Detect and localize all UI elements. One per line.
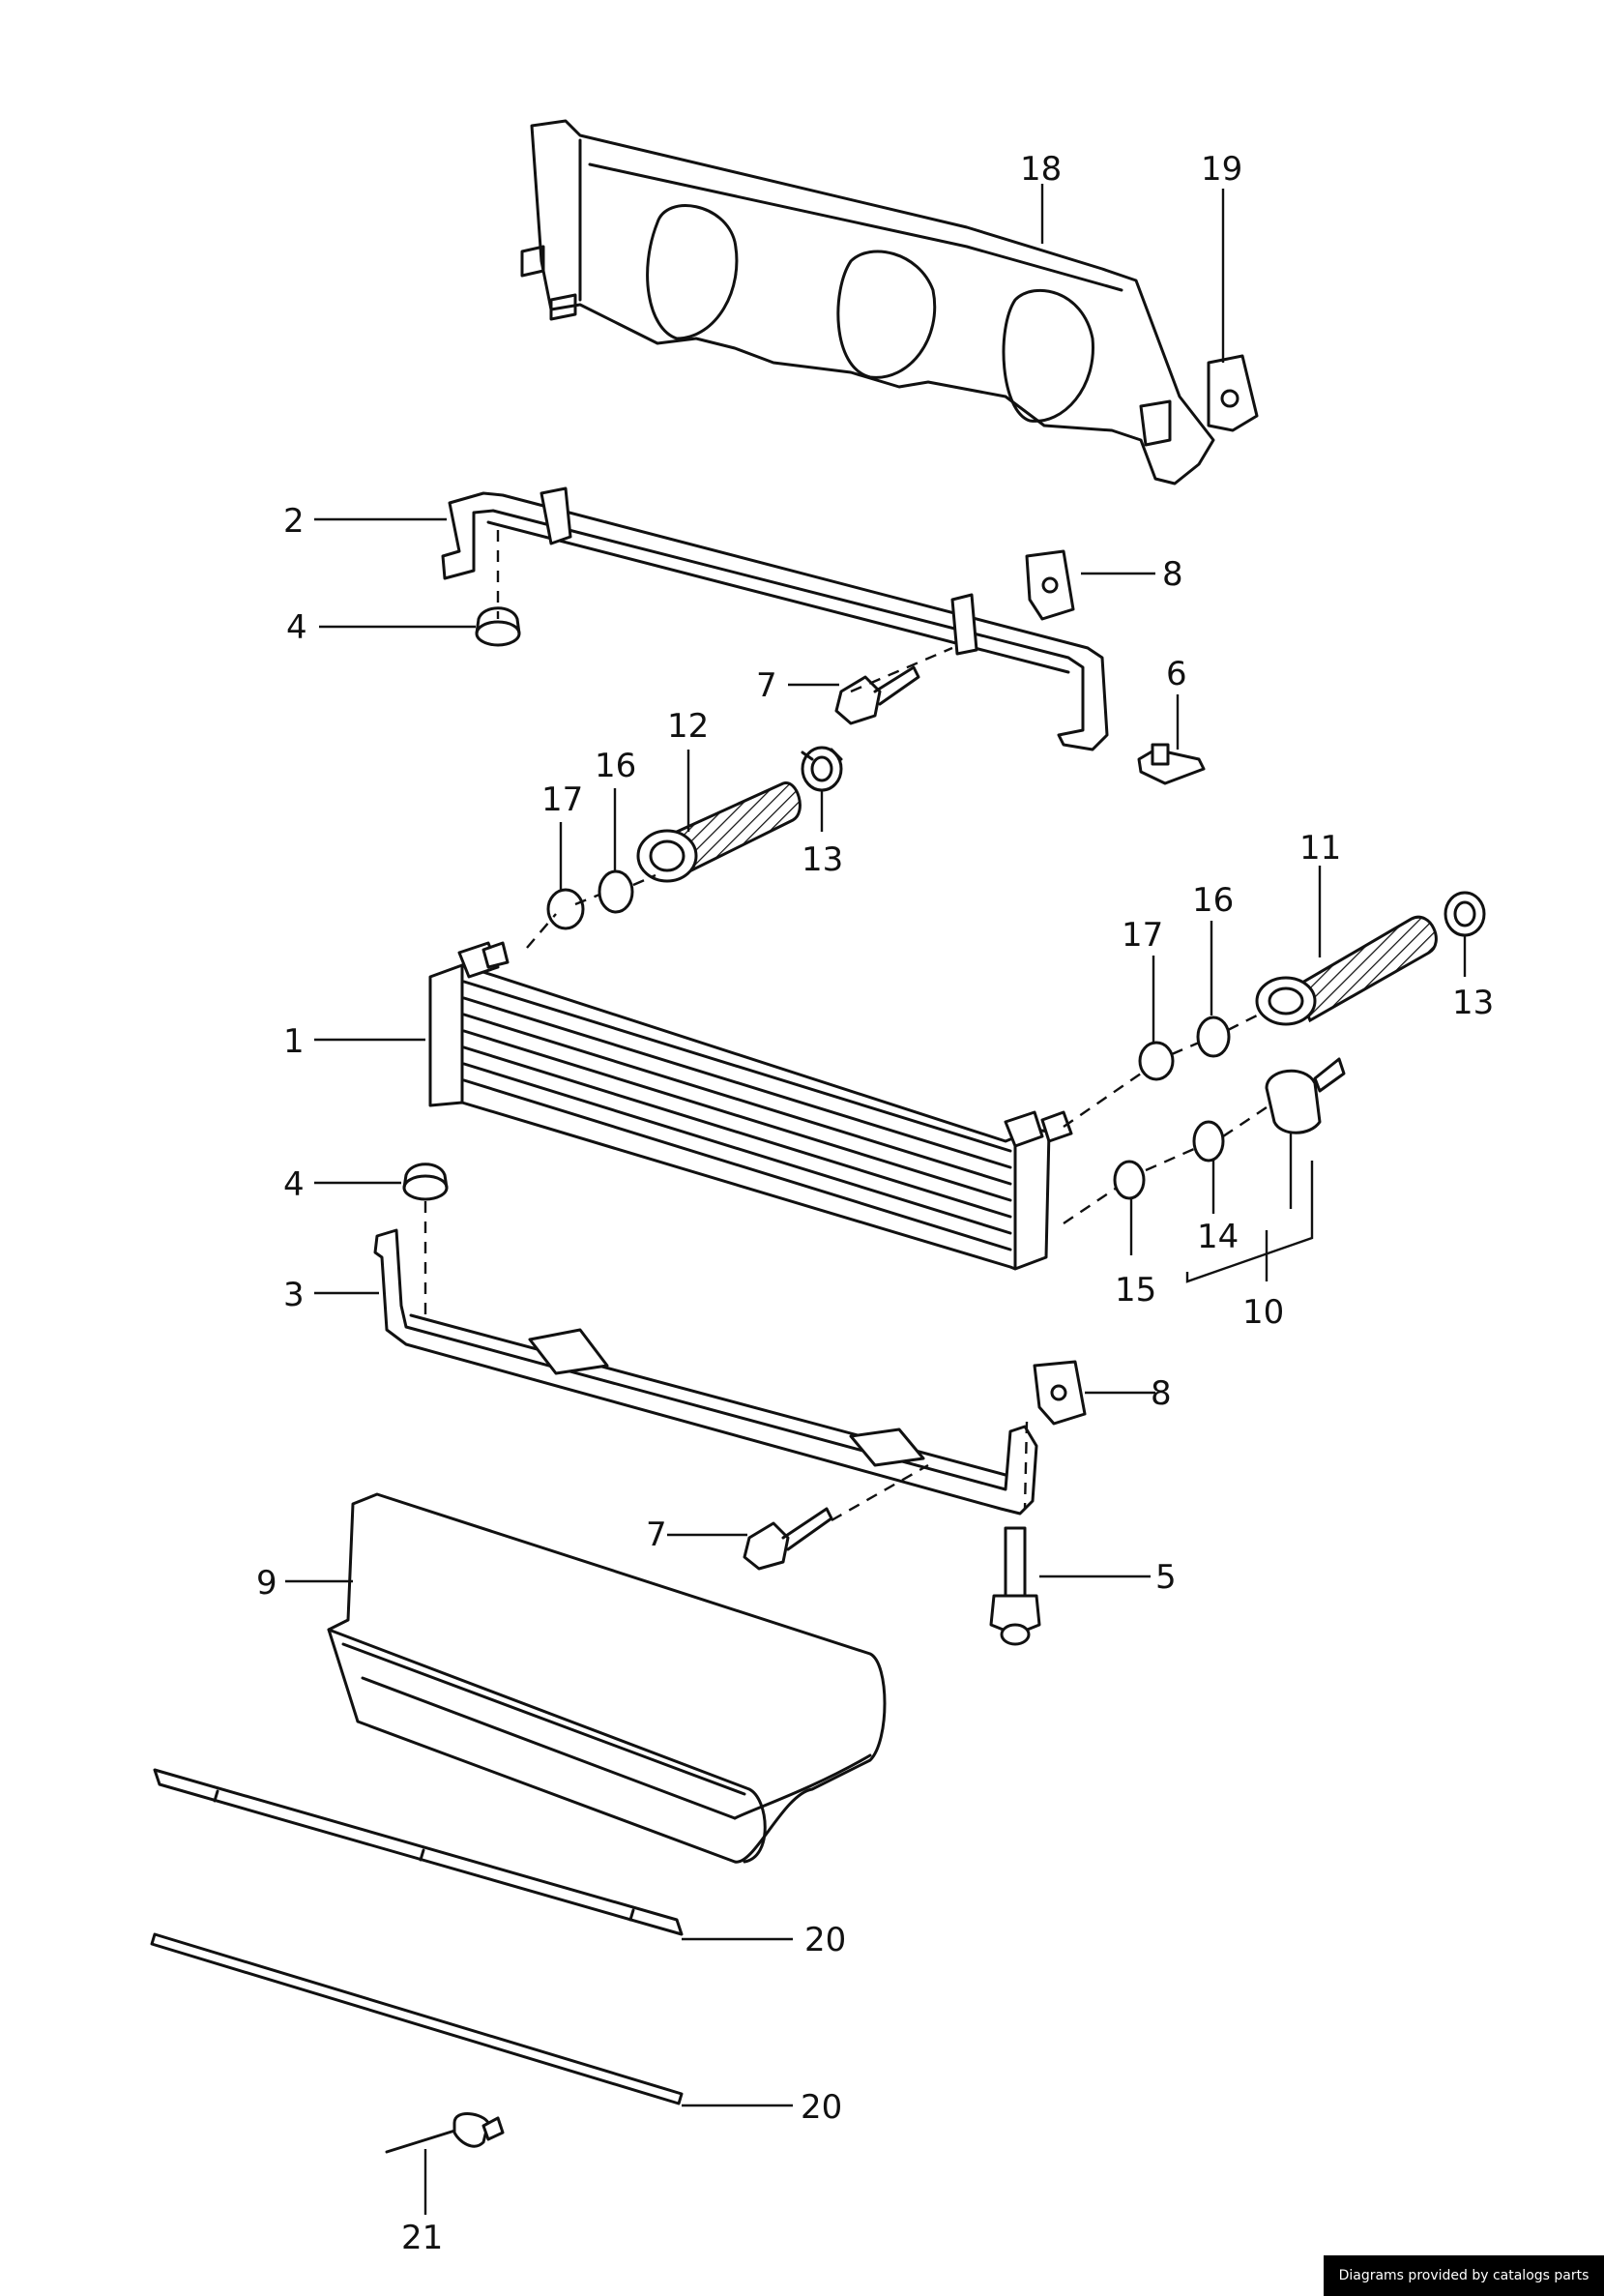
callout-20-lower: 20 [801, 2088, 842, 2127]
o-ring-upper [598, 869, 634, 914]
bolt-upper [834, 665, 920, 725]
callout-7-lower: 7 [646, 1516, 667, 1554]
callout-14: 14 [1197, 1218, 1239, 1256]
assembly-lines [423, 530, 1268, 1522]
leader-lines [285, 184, 1467, 2215]
oil-cooler [428, 941, 1073, 1271]
callout-2: 2 [283, 502, 305, 541]
bolt-lower [743, 1507, 833, 1571]
callout-8-lower: 8 [1151, 1374, 1172, 1413]
callout-7-upper: 7 [756, 666, 777, 705]
callout-4-lower: 4 [283, 1165, 305, 1204]
callout-11: 11 [1299, 829, 1341, 868]
callout-4-upper: 4 [286, 608, 307, 647]
seal-strip-lower [150, 1932, 684, 2105]
callout-12: 12 [667, 707, 709, 746]
callout-10: 10 [1242, 1293, 1284, 1332]
callout-19: 19 [1201, 150, 1242, 189]
seal-strip-upper [153, 1768, 684, 1936]
footer-credit: Diagrams provided by catalogs parts [1324, 2255, 1604, 2296]
callout-17-right: 17 [1122, 916, 1163, 955]
grommet-lower [402, 1163, 449, 1201]
callout-labels: 18 19 2 8 4 7 6 12 16 17 13 11 16 17 13 … [256, 150, 1494, 2257]
callout-21: 21 [401, 2219, 443, 2257]
grommet-upper [475, 606, 521, 647]
callout-9: 9 [256, 1564, 277, 1603]
callout-18: 18 [1020, 150, 1062, 189]
clip-19 [1207, 354, 1259, 432]
hose-clamp-right [1444, 891, 1486, 937]
rivet [385, 2112, 505, 2154]
callout-1: 1 [283, 1022, 305, 1061]
callout-16-right: 16 [1192, 881, 1234, 920]
plug-kit [1113, 1057, 1346, 1200]
clip-nut-upper [1025, 549, 1075, 621]
callout-17-upper: 17 [541, 780, 583, 819]
o-ring-right [1196, 1016, 1231, 1058]
callout-8-upper: 8 [1162, 555, 1183, 594]
hose-12 [636, 781, 802, 883]
nut-6 [1137, 743, 1206, 785]
hose-11 [1255, 915, 1438, 1026]
callout-13-right: 13 [1452, 984, 1494, 1022]
callout-5: 5 [1155, 1558, 1177, 1597]
callout-16-upper: 16 [595, 747, 636, 785]
callout-15: 15 [1115, 1271, 1156, 1310]
callout-20-upper: 20 [804, 1921, 846, 1959]
air-guide [327, 1492, 887, 1864]
upper-bracket [441, 486, 1109, 751]
hose-clamp-upper [801, 746, 843, 792]
seal-disc-upper [546, 888, 585, 930]
clip-nut-lower [1033, 1360, 1087, 1426]
callout-13-upper: 13 [802, 840, 843, 879]
seal-disc-right [1138, 1041, 1175, 1081]
air-duct-shroud [520, 119, 1215, 486]
lower-bracket [373, 1228, 1038, 1516]
bolt-5 [989, 1526, 1041, 1646]
callout-6: 6 [1166, 655, 1187, 693]
callout-3: 3 [283, 1276, 305, 1314]
